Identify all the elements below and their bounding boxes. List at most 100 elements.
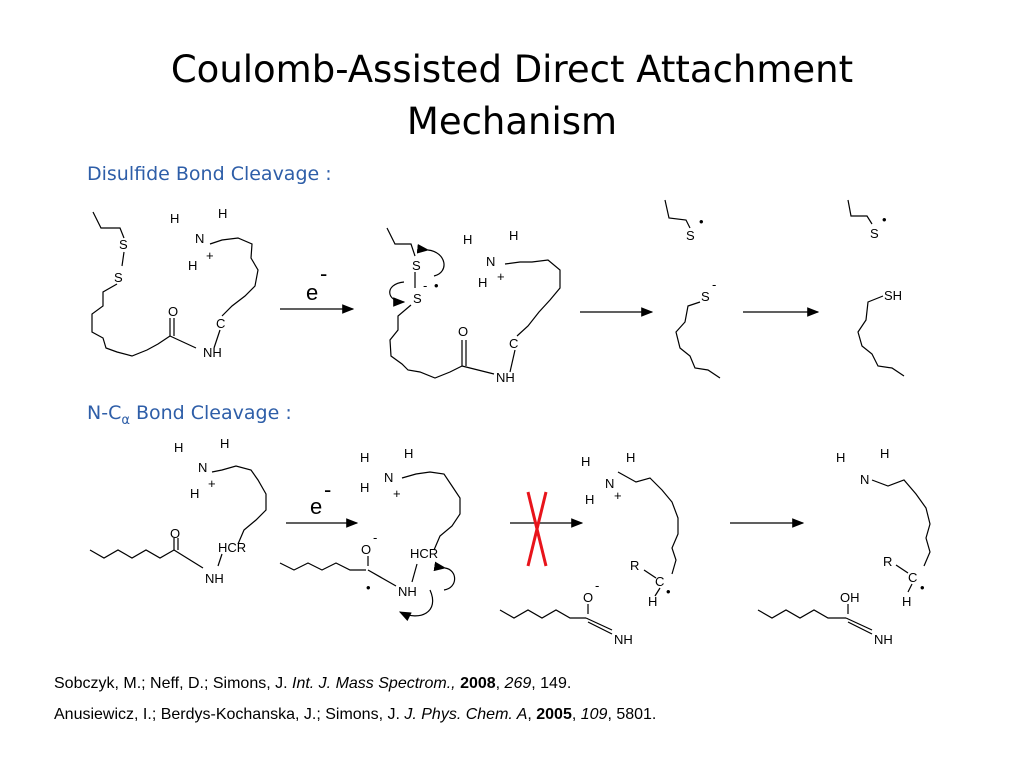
amide-nh-label: NH: [496, 370, 515, 385]
carbonyl-oxygen-label: O: [168, 304, 178, 319]
slide-title-line1: Coulomb-Assisted Direct Attachment: [170, 48, 854, 91]
reference-separator: ,: [495, 675, 505, 692]
electron-symbol: e: [306, 280, 318, 305]
hydrogen-label: H: [626, 450, 635, 465]
nitrogen-label: N: [605, 476, 614, 491]
reference-separator: ,: [527, 706, 537, 723]
hydrogen-label: H: [478, 275, 487, 290]
plus-charge: +: [497, 269, 505, 284]
disulfide-anion-molecule: S S - • O NH C N H H H +: [386, 227, 561, 385]
reference-pages: , 149.: [531, 675, 572, 692]
hydrogen-label: H: [581, 454, 590, 469]
radical-dot: •: [920, 580, 925, 595]
reference-2: Anusiewicz, I.; Berdys-Kochanska, J.; Si…: [54, 706, 656, 724]
r-group-label: R: [630, 558, 639, 573]
hydrogen-label: H: [218, 206, 227, 221]
oxygen-label: O: [583, 590, 593, 605]
radical-dot: •: [666, 584, 671, 599]
hydrogen-label: H: [585, 492, 594, 507]
reference-volume: 109: [580, 706, 608, 723]
ketyl-radical-anion-molecule: O - • NH HCR N H H H +: [279, 446, 461, 622]
thiolate-product: S -: [675, 277, 721, 379]
carbon-label: C: [908, 570, 917, 585]
hydrogen-label: H: [836, 450, 845, 465]
electron-symbol: e: [310, 494, 322, 519]
amide-nh-label: NH: [203, 345, 222, 360]
curved-electron-arrow: [416, 244, 445, 277]
peptide-molecule: O NH HCR N H H H +: [89, 436, 267, 586]
reference-1: Sobczyk, M.; Neff, D.; Simons, J. Int. J…: [54, 675, 571, 693]
hydrogen-label: H: [509, 228, 518, 243]
reference-separator: ,: [571, 706, 581, 723]
imidic-acid-fragment: OH NH: [757, 590, 893, 647]
reference-authors: Anusiewicz, I.; Berdys-Kochanska, J.; Si…: [54, 706, 405, 723]
electron-charge: -: [324, 477, 331, 502]
hydrogen-label: H: [404, 446, 413, 461]
nitrogen-label: N: [195, 231, 204, 246]
sulfur-label: S: [412, 258, 421, 273]
plus-charge: +: [208, 476, 216, 491]
radical-dot: •: [882, 212, 887, 227]
hydrogen-label: H: [880, 446, 889, 461]
thiyl-radical-product: S •: [664, 199, 704, 243]
curved-electron-arrow: [433, 561, 456, 591]
sulfur-label: S: [870, 226, 879, 241]
hydrogen-label: H: [190, 486, 199, 501]
alpha-carbon-label: C: [509, 336, 518, 351]
amine-radical-fragment: R C • H N H H: [836, 446, 931, 609]
sulfur-label: S: [686, 228, 695, 243]
alpha-carbon-label: C: [216, 316, 225, 331]
reference-journal: J. Phys. Chem. A: [404, 706, 528, 723]
thiol-product: SH: [857, 288, 905, 377]
n-calpha-label-prefix: N-C: [87, 402, 122, 424]
reference-volume: 269: [504, 675, 532, 692]
alpha-subscript: α: [121, 412, 130, 428]
hydrogen-label: H: [648, 594, 657, 609]
reference-journal: Int. J. Mass Spectrom.,: [292, 675, 456, 692]
carbonyl-oxygen-label: O: [458, 324, 468, 339]
hydrogen-label: H: [188, 258, 197, 273]
hcr-label: HCR: [410, 546, 438, 561]
hydrogen-label: H: [170, 211, 179, 226]
thiyl-radical-product-final: S •: [847, 199, 887, 241]
carbon-radical-fragment: R C • H N H H H +: [581, 450, 679, 609]
hydrogen-label: H: [463, 232, 472, 247]
plus-charge: +: [614, 488, 622, 503]
hydrogen-label: H: [360, 480, 369, 495]
carbon-label: C: [655, 574, 664, 589]
disulfide-section-label: Disulfide Bond Cleavage :: [87, 163, 332, 185]
imidate-anion-fragment: O - NH: [499, 578, 633, 647]
plus-charge: +: [206, 248, 214, 263]
electron-charge: -: [320, 261, 327, 286]
sulfur-label: S: [413, 291, 422, 306]
red-cross-mark: [526, 491, 548, 567]
imine-nh-label: NH: [614, 632, 633, 647]
nitrogen-label: N: [198, 460, 207, 475]
radical-dot: •: [434, 278, 439, 293]
thiolate-charge: -: [712, 277, 716, 292]
n-calpha-label-suffix: Bond Cleavage :: [129, 402, 292, 424]
hydroxyl-label: OH: [840, 590, 860, 605]
curved-electron-arrow: [389, 281, 406, 307]
oxygen-label: O: [361, 542, 371, 557]
nitrogen-label: N: [860, 472, 869, 487]
hydrogen-label: H: [220, 436, 229, 451]
alkoxide-charge: -: [373, 530, 377, 545]
reference-authors: Sobczyk, M.; Neff, D.; Simons, J.: [54, 675, 292, 692]
nitrogen-label: N: [486, 254, 495, 269]
sulfur-label: S: [701, 289, 710, 304]
sulfur-label: S: [114, 270, 123, 285]
reference-year: 2005: [536, 706, 572, 723]
nitrogen-label: N: [384, 470, 393, 485]
hcr-label: HCR: [218, 540, 246, 555]
slide-title: Coulomb-Assisted Direct Attachment Mecha…: [0, 44, 1024, 148]
imine-nh-label: NH: [874, 632, 893, 647]
carbonyl-oxygen-label: O: [170, 526, 180, 541]
hydrogen-label: H: [902, 594, 911, 609]
reference-pages: , 5801.: [607, 706, 657, 723]
radical-dot: •: [699, 214, 704, 229]
amide-nh-label: NH: [205, 571, 224, 586]
alkoxide-charge: -: [595, 578, 599, 593]
reference-year: 2008: [460, 675, 496, 692]
